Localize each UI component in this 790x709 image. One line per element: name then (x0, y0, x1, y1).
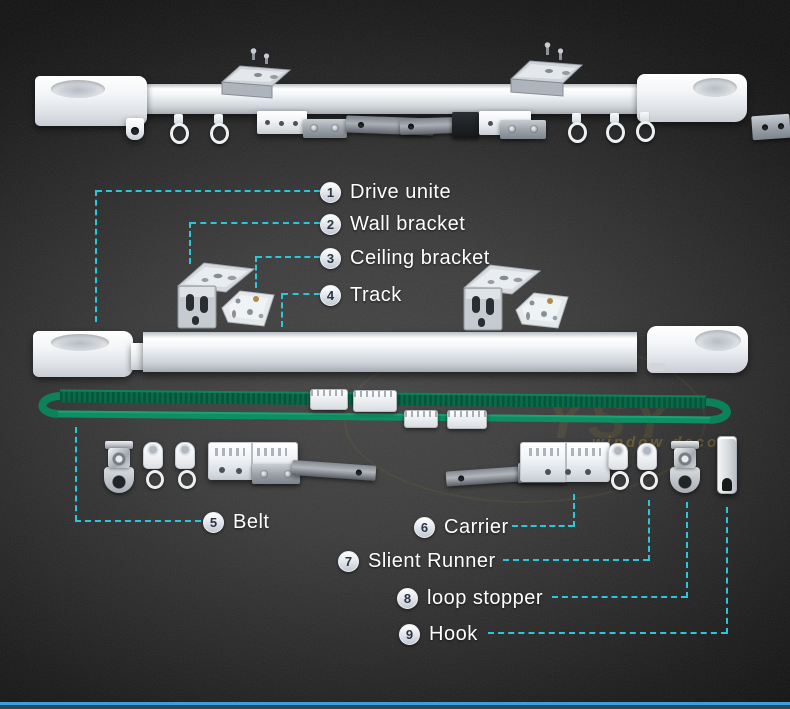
silent-runner-part (633, 442, 663, 492)
silent-runner-part (171, 441, 201, 491)
connector-line (648, 500, 650, 561)
connector-line (96, 190, 320, 192)
connector-line (552, 596, 687, 598)
connector-line (256, 256, 320, 258)
carrier-arm (399, 117, 457, 135)
connector-line (573, 494, 575, 527)
callout-number: 8 (397, 588, 418, 609)
connector-line (512, 525, 574, 527)
connector-line (189, 222, 191, 264)
drive-unit-recess (51, 80, 105, 98)
callout-number: 1 (320, 182, 341, 203)
carrier-metal-plate (303, 119, 347, 138)
wall-bracket-part (176, 262, 256, 329)
callout-drive-unit: 1 Drive unite (320, 181, 451, 204)
curtain-hook-hanging (566, 113, 587, 144)
connector-line (75, 427, 77, 521)
track-part (143, 332, 637, 372)
tab-hole (131, 127, 139, 135)
connector-line (255, 256, 257, 288)
callout-carrier: 6 Carrier (414, 516, 509, 539)
callout-number: 6 (414, 517, 435, 538)
drive-unit-assembled (35, 76, 147, 126)
drive-unit-tab (126, 118, 144, 140)
connector-line (282, 293, 320, 295)
ceiling-bracket-part (515, 292, 569, 329)
connector-line (281, 293, 283, 327)
callout-label: Belt (233, 511, 270, 533)
drive-unit-part (33, 331, 133, 377)
loop-stopper-part (101, 441, 137, 495)
callout-wall-bracket: 2 Wall bracket (320, 213, 465, 236)
callout-silent-runner: 7 Slient Runner (338, 550, 496, 573)
carrier-body (520, 442, 610, 482)
connector-line (488, 632, 727, 634)
ceiling-bracket-on-track (509, 42, 584, 97)
callout-number: 7 (338, 551, 359, 572)
end-cap-assembled (637, 74, 747, 122)
curtain-hook-hanging (168, 114, 189, 145)
curtain-hook-hanging (634, 112, 655, 143)
bottom-accent-line (0, 702, 790, 705)
drive-unit-connector (131, 343, 145, 370)
callout-label: Drive unite (350, 181, 452, 203)
callout-number: 2 (320, 214, 341, 235)
callout-track: 4 Track (320, 284, 402, 307)
callout-label: Wall bracket (350, 213, 466, 235)
connector-line (503, 559, 649, 561)
ceiling-bracket-part (221, 290, 275, 327)
belt-connector-clip (310, 389, 348, 410)
callout-loop-stopper: 8 loop stopper (397, 587, 543, 610)
callout-label: Slient Runner (368, 550, 496, 572)
carrier-metal-plate (252, 464, 300, 484)
end-cap-recess (693, 78, 737, 97)
callout-number: 4 (320, 285, 341, 306)
callout-hook: 9 Hook (399, 623, 478, 646)
belt-connector-clip (404, 410, 438, 428)
hook-part (717, 436, 737, 494)
carrier-assembled (257, 111, 307, 134)
belt-clamp (452, 112, 479, 138)
end-cap-part (647, 326, 748, 373)
callout-label: Ceiling bracket (350, 247, 490, 269)
callout-label: Carrier (444, 516, 509, 538)
wall-bracket-part (462, 264, 542, 331)
ceiling-bracket-on-track (220, 48, 292, 99)
metal-bracket-edge (751, 113, 790, 141)
connector-line (726, 507, 728, 634)
callout-label: loop stopper (427, 587, 544, 609)
callout-number: 9 (399, 624, 420, 645)
callout-ceiling-bracket: 3 Ceiling bracket (320, 247, 490, 270)
carrier-metal-plate (500, 120, 546, 139)
callout-belt: 5 Belt (203, 511, 269, 534)
curtain-hook-hanging (604, 113, 625, 144)
callout-label: Track (350, 284, 402, 306)
belt-connector-clip (353, 390, 397, 412)
loop-stopper-part (667, 441, 703, 495)
silent-runner-part (139, 441, 169, 491)
callout-label: Hook (429, 623, 478, 645)
silent-runner-part (604, 442, 634, 492)
connector-line (75, 520, 201, 522)
callout-number: 5 (203, 512, 224, 533)
callout-number: 3 (320, 248, 341, 269)
curtain-hook-hanging (208, 114, 229, 145)
connector-line (95, 190, 97, 322)
connector-line (686, 502, 688, 598)
connector-line (190, 222, 320, 224)
bottom-accent-strip (0, 705, 790, 709)
belt-connector-clip (447, 410, 487, 429)
